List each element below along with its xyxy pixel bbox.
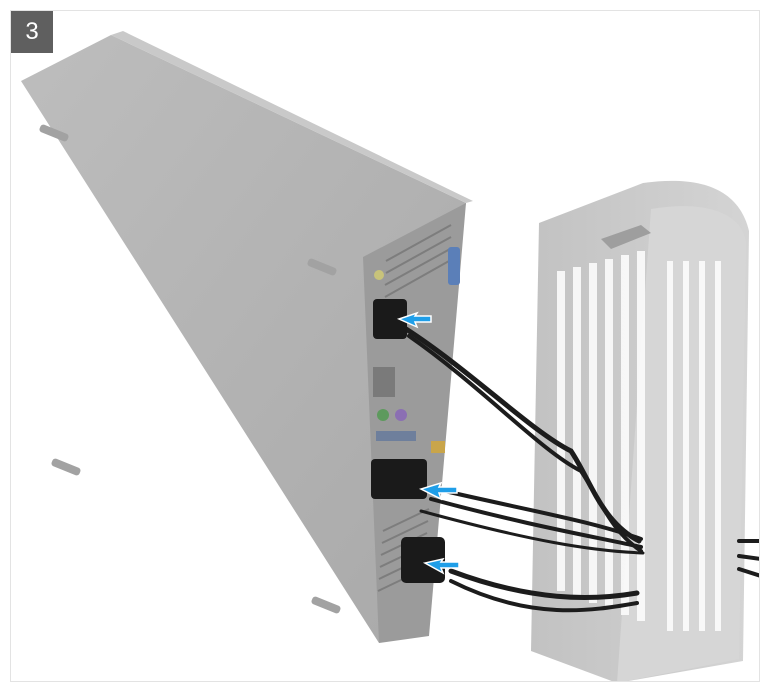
dust-filter-mesh	[557, 251, 721, 631]
back-ports	[373, 247, 460, 453]
power-connector	[401, 537, 445, 583]
arrow-middle-connector	[418, 481, 458, 501]
chassis-feet	[39, 124, 341, 614]
arrows	[396, 311, 460, 575]
chassis-top-panel	[111, 31, 473, 203]
arrow-power-connector	[422, 557, 460, 575]
middle-connector	[371, 459, 427, 499]
arrow-top-connector	[396, 311, 432, 329]
chassis-side-panel	[21, 35, 466, 643]
top-connector	[373, 299, 407, 339]
connectors	[371, 299, 445, 583]
dust-filter-latch	[601, 225, 651, 249]
cables	[403, 326, 759, 613]
computer-illustration	[21, 31, 759, 681]
illustration-frame: 3	[10, 10, 760, 682]
step-number-badge: 3	[11, 11, 53, 53]
dust-filter-side	[617, 206, 746, 681]
